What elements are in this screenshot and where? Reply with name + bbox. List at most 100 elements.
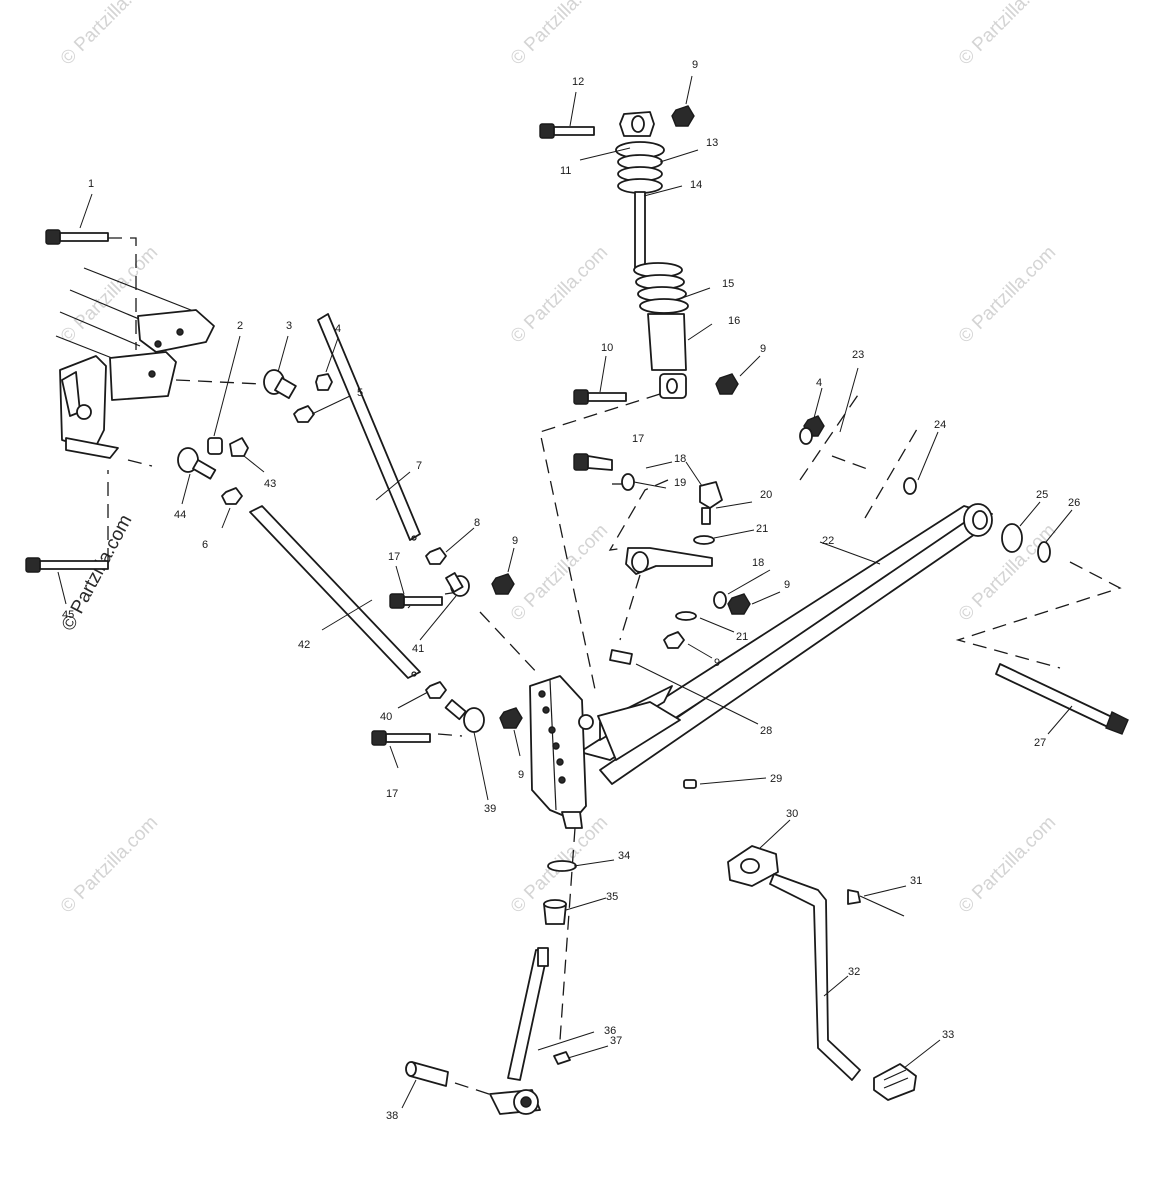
callout-2: 2 <box>237 320 243 332</box>
callout-17-upper: 17 <box>632 433 644 445</box>
callout-17-lower: 17 <box>386 788 398 800</box>
callout-21-lower: 21 <box>736 631 748 643</box>
bolt-45 <box>25 557 109 573</box>
bolt-17-upper <box>573 453 613 471</box>
nut-9-shock-lower <box>715 373 739 395</box>
nut-9-tierod <box>491 573 515 595</box>
watermark: © Partzilla.com <box>955 0 1060 70</box>
rod-end-19-20 <box>699 481 723 525</box>
callout-33: 33 <box>942 1029 954 1041</box>
spindle-housing <box>529 675 594 829</box>
callout-27: 27 <box>1034 737 1046 749</box>
callout-31: 31 <box>910 875 922 887</box>
o-ring-34 <box>547 860 577 872</box>
nut-9-lower-rod <box>499 707 523 729</box>
watermark: © Partzilla.com <box>507 0 612 70</box>
callout-41: 41 <box>412 643 424 655</box>
pedal-pad-33 <box>873 1063 917 1101</box>
washer-18-lower <box>713 591 727 609</box>
rod-end-44 <box>177 447 217 480</box>
callout-21-upper: 21 <box>756 523 768 535</box>
spacer-2 <box>207 437 223 455</box>
bolt-10 <box>573 389 627 405</box>
bolt-1 <box>45 229 109 245</box>
nut-8 <box>425 547 447 565</box>
callout-7: 7 <box>416 460 422 472</box>
callout-42: 42 <box>298 639 310 651</box>
watermark: © Partzilla.com <box>507 242 612 347</box>
callout-16: 16 <box>728 315 740 327</box>
callout-labels: 1 2 3 4 5 6 7 8 9 9 9 9 9 9 10 11 12 13 … <box>62 59 1080 1122</box>
callout-4: 4 <box>335 323 341 335</box>
nut-6 <box>221 487 243 505</box>
callout-11: 11 <box>560 165 571 177</box>
callout-14: 14 <box>690 179 702 191</box>
leader-lines <box>57 75 1073 1109</box>
callout-38: 38 <box>386 1110 398 1122</box>
watermark: © Partzilla.com <box>955 812 1060 917</box>
washer-18-upper <box>621 473 635 491</box>
callout-1: 1 <box>88 178 94 190</box>
bolt-12 <box>539 123 595 139</box>
washer-21-lower <box>675 611 697 621</box>
trailing-arm <box>579 503 993 785</box>
callout-9-arm: 9 <box>784 579 790 591</box>
nut-9-steering-arm <box>727 593 751 615</box>
bushing-25 <box>1001 523 1023 553</box>
callout-9-rod: 9 <box>518 769 524 781</box>
callout-9-top: 9 <box>692 59 698 71</box>
watermark: © Partzilla.com <box>955 242 1060 347</box>
callout-24: 24 <box>934 419 946 431</box>
callout-28: 28 <box>760 725 772 737</box>
callout-9-lower: 9 <box>714 657 720 669</box>
tie-rods <box>249 313 421 679</box>
tie-rod-42 <box>249 505 421 679</box>
callout-39: 39 <box>484 803 496 815</box>
nut-40 <box>425 681 447 699</box>
bolt-17-lower <box>371 730 431 746</box>
rod-end-3 <box>263 369 297 400</box>
callout-37: 37 <box>610 1035 622 1047</box>
callout-19: 19 <box>674 477 686 489</box>
callout-15: 15 <box>722 278 734 290</box>
callout-40: 40 <box>380 711 392 723</box>
tie-rod-7 <box>317 313 421 541</box>
watermark: © Partzilla.com <box>57 0 162 70</box>
callout-3: 3 <box>286 320 292 332</box>
bushing-43 <box>229 437 249 457</box>
callout-45: 45 <box>62 609 74 621</box>
bushing-28 <box>609 649 633 665</box>
rod-end-41 <box>445 572 470 597</box>
washer-21-upper <box>693 535 715 545</box>
callout-18-lower: 18 <box>752 557 764 569</box>
callout-17-mid: 17 <box>388 551 400 563</box>
callout-9-tierod: 9 <box>512 535 518 547</box>
nut-9-lower <box>663 631 685 649</box>
steering-pedal <box>727 845 917 1101</box>
callout-36: 36 <box>604 1025 616 1037</box>
callout-30: 30 <box>786 808 798 820</box>
callout-43: 43 <box>264 478 276 490</box>
nut-9-top <box>671 105 695 127</box>
callout-10: 10 <box>601 342 613 354</box>
callout-5: 5 <box>357 387 363 399</box>
ring-26 <box>1037 541 1051 563</box>
nut-5 <box>293 405 315 423</box>
callout-23: 23 <box>852 349 864 361</box>
washer-23 <box>799 427 813 445</box>
nut-4-top <box>315 373 333 391</box>
watermark: © Partzilla.com <box>57 812 162 917</box>
assembly-lines <box>107 237 1122 1096</box>
watermark: © Partzilla.com <box>507 520 612 625</box>
hardware <box>25 105 917 789</box>
callout-34: 34 <box>618 850 630 862</box>
washer-24 <box>903 477 917 495</box>
callout-25: 25 <box>1036 489 1048 501</box>
pin-31 <box>847 889 861 905</box>
callout-4-right: 4 <box>816 377 822 389</box>
callout-29: 29 <box>770 773 782 785</box>
callout-9-shock: 9 <box>760 343 766 355</box>
rod-ends <box>177 369 723 733</box>
ski-spindle <box>405 860 577 1115</box>
